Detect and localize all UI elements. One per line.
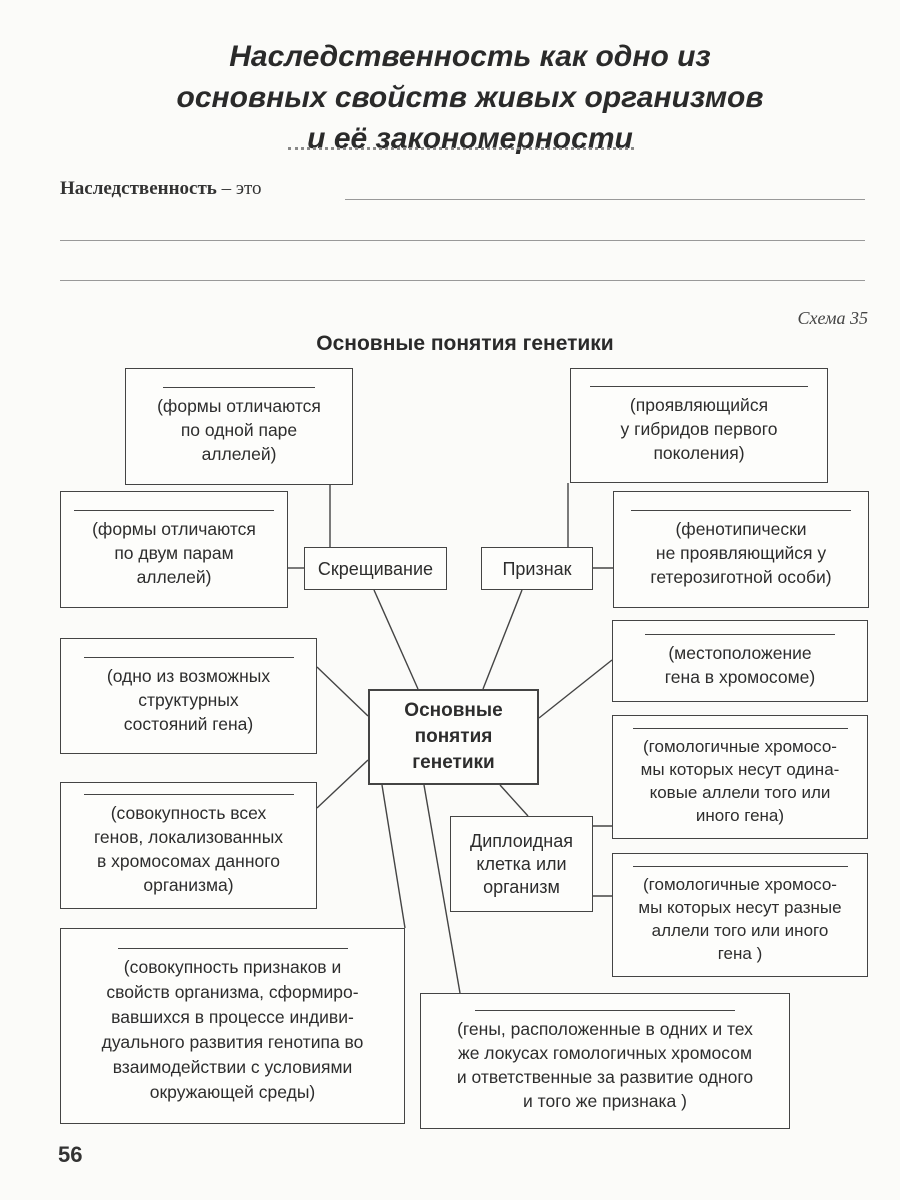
connector-genotype-center xyxy=(316,759,369,809)
connector-locus-center xyxy=(538,659,613,719)
answer-line-allele[interactable] xyxy=(83,656,294,658)
page-title: Наследственность как одно из основных св… xyxy=(60,36,880,159)
connector-allelic-center xyxy=(423,784,461,994)
concept-crossing: Скрещивание xyxy=(304,547,447,590)
desc-monohybrid: (формы отличаются по одной паре аллелей) xyxy=(157,396,321,464)
connector-phenotype-center xyxy=(381,784,406,929)
box-recessive: (фенотипически не проявляющийся у гетеро… xyxy=(613,491,869,608)
box-genotype: (совокупность всех генов, локализованных… xyxy=(60,782,317,909)
desc-phenotype: (совокупность признаков и свойств органи… xyxy=(101,956,364,1102)
desc-dihybrid: (формы отличаются по двум парам аллелей) xyxy=(92,519,256,587)
title-line-1: Наследственность как одно из xyxy=(229,40,711,73)
box-allele: (одно из возможных структурных состояний… xyxy=(60,638,317,754)
title-underline xyxy=(288,147,634,150)
box-dihybrid: (формы отличаются по двум парам аллелей) xyxy=(60,491,288,608)
desc-genotype: (совокупность всех генов, локализованных… xyxy=(93,803,284,895)
desc-dominant: (проявляющийся у гибридов первого поколе… xyxy=(620,395,778,463)
box-dominant: (проявляющийся у гибридов первого поколе… xyxy=(570,368,828,483)
scheme-label: Схема 35 xyxy=(797,308,868,328)
desc-allelic-genes: (гены, расположенные в одних и тех же ло… xyxy=(456,1018,754,1111)
desc-recessive: (фенотипически не проявляющийся у гетеро… xyxy=(650,519,832,587)
desc-allele: (одно из возможных структурных состояний… xyxy=(106,665,271,734)
concept-center: Основные понятия генетики xyxy=(368,689,539,785)
desc-locus: (местоположение гена в хромосоме) xyxy=(664,642,816,687)
concept-diploid: Диплоидная клетка или организм xyxy=(450,816,593,912)
answer-line-genotype[interactable] xyxy=(83,794,294,795)
answer-line-monohybrid[interactable] xyxy=(163,387,315,388)
answer-line-allelic-genes[interactable] xyxy=(475,1009,735,1011)
answer-line-homozygote[interactable] xyxy=(632,727,848,729)
connector-trait-center xyxy=(482,589,523,690)
box-monohybrid: (формы отличаются по одной паре аллелей) xyxy=(125,368,353,485)
definition-answer-line-2[interactable] xyxy=(60,240,865,241)
definition-dash: – это xyxy=(216,178,262,199)
answer-line-heterozygote[interactable] xyxy=(632,865,848,867)
box-allelic-genes: (гены, расположенные в одних и тех же ло… xyxy=(420,993,790,1129)
concept-trait-label: Признак xyxy=(502,558,572,579)
definition-prompt: Наследственность – это xyxy=(60,178,262,200)
definition-term: Наследственность xyxy=(60,178,217,199)
title-line-2: основных свойств живых организмов xyxy=(176,81,764,114)
connector-diploid-center xyxy=(499,784,529,817)
concept-diploid-label: Диплоидная клетка или организм xyxy=(470,830,573,897)
answer-line-dominant[interactable] xyxy=(590,386,808,387)
diagram-title: Основные понятия генетики xyxy=(316,332,614,355)
box-heterozygote: (гомологичные хромосо- мы которых несут … xyxy=(612,853,868,977)
page-number: 56 xyxy=(58,1142,83,1167)
answer-line-recessive[interactable] xyxy=(631,510,851,511)
box-homozygote: (гомологичные хромосо- мы которых несут … xyxy=(612,715,868,839)
concept-trait: Признак xyxy=(481,547,593,590)
concept-center-label: Основные понятия генетики xyxy=(404,700,503,773)
box-phenotype: (совокупность признаков и свойств органи… xyxy=(60,928,405,1124)
definition-answer-line-1[interactable] xyxy=(345,199,865,200)
box-locus: (местоположение гена в хромосоме) xyxy=(612,620,868,702)
answer-line-phenotype[interactable] xyxy=(117,947,348,949)
connector-crossing-center xyxy=(373,589,419,690)
desc-homozygote: (гомологичные хромосо- мы которых несут … xyxy=(640,736,840,825)
answer-line-locus[interactable] xyxy=(645,633,835,635)
definition-answer-line-3[interactable] xyxy=(60,280,865,281)
desc-heterozygote: (гомологичные хромосо- мы которых несут … xyxy=(638,874,842,963)
connector-allele-center xyxy=(316,666,369,717)
answer-line-dihybrid[interactable] xyxy=(74,510,274,511)
concept-crossing-label: Скрещивание xyxy=(317,558,434,579)
